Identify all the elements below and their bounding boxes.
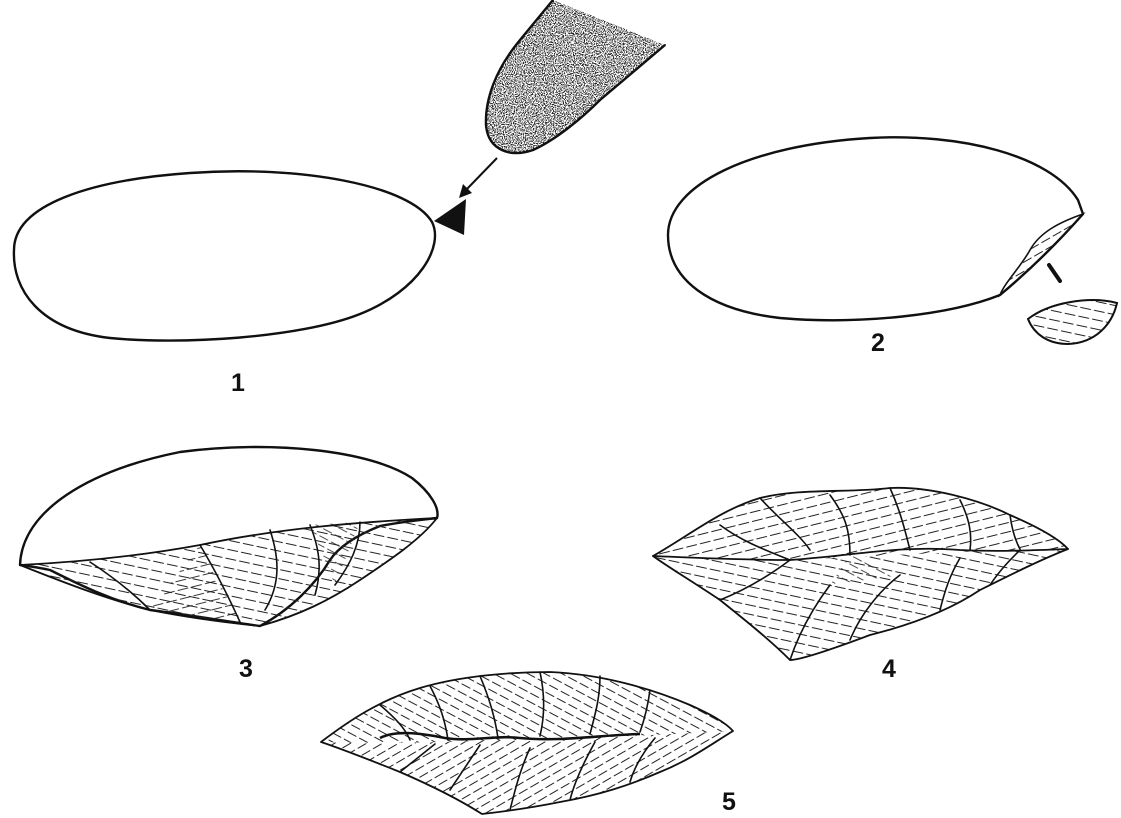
stage-label-3: 3 [239,655,253,683]
impact-point-marker [434,199,466,235]
stage-label-4: 4 [882,655,896,683]
stage-1-pebble [14,171,435,340]
stage-label-1: 1 [231,369,245,397]
stage-label-2: 2 [871,329,885,357]
flake-detach-dash [1049,265,1060,281]
strike-direction-arrow [459,158,497,198]
detached-flake [1028,300,1117,344]
stage-5-finished-biface [321,672,733,814]
stage-3-chopper [20,447,438,626]
stage-label-5: 5 [722,788,736,816]
stage-4-biface [653,488,1068,660]
stage-2-pebble [668,137,1083,320]
hammerstone [486,0,665,153]
